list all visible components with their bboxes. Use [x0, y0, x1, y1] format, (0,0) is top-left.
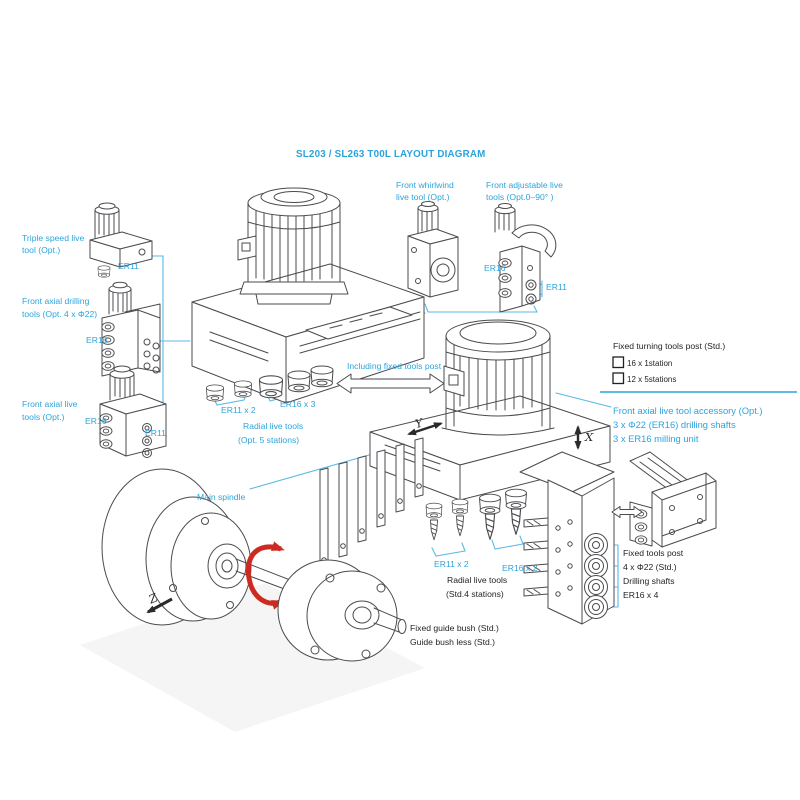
option-16x1station: 16 x 1station	[627, 359, 672, 368]
radial-std-er11-label: ER11 x 2	[434, 559, 469, 569]
axial-drilling-collet-label: ER16	[86, 335, 108, 345]
y-axis-arrow	[407, 422, 443, 436]
triple-speed-label-2: tool (Opt.)	[22, 245, 60, 255]
machine-gang-toolpost	[191, 187, 425, 404]
tool-triple-speed	[89, 202, 153, 278]
tool-front-axial-drilling	[101, 281, 161, 377]
option-12x5stations: 12 x 5stations	[627, 375, 676, 384]
fixed-tools-post-block	[519, 451, 615, 625]
fixed-tools-post-label-2: 4 x Φ22 (Std.)	[623, 562, 677, 572]
rotation-arrow	[245, 541, 285, 610]
tool-front-axial-accessory	[611, 451, 717, 548]
accessory-label-1: Front axial live tool accessory (Opt.)	[613, 405, 763, 416]
axial-live-collet-right-label: ER11	[145, 428, 166, 438]
double-arrow-icon	[611, 506, 643, 518]
radial-live-tools-std	[425, 488, 527, 541]
radial-std-label-1: Radial live tools	[447, 575, 507, 585]
gang-slide-plates	[319, 437, 424, 573]
radial-std-label-2: (Std.4 stations)	[446, 589, 504, 599]
tool-front-adjustable	[494, 203, 557, 313]
x-axis-label: X	[584, 430, 594, 444]
fixed-tools-post-label-1: Fixed tools post	[623, 548, 684, 558]
radial-std-er16-label: ER16 x 2	[502, 563, 538, 573]
axial-live-collet-left-label: ER16	[85, 416, 107, 426]
z-axis-arrow	[146, 597, 173, 614]
including-label: Including fixed tools post	[347, 361, 442, 371]
checkbox-12x5stations[interactable]	[612, 372, 625, 385]
guide-bush-label-2: Guide bush less (Std.)	[410, 637, 495, 647]
main-spindle-label: Main spindle	[197, 492, 245, 502]
drilling-shafts	[523, 517, 549, 597]
tool-front-axial-live	[99, 365, 167, 458]
axial-drilling-label-1: Front axial drilling	[22, 296, 90, 306]
page-title: SL203 / SL263 T00L LAYOUT DIAGRAM	[296, 149, 486, 160]
gang-er11-label: ER11 x 2	[221, 405, 256, 415]
guide-bush	[277, 559, 407, 662]
adjustable-label-1: Front adjustable live	[486, 180, 563, 190]
fixed-tools-post-label-4: ER16 x 4	[623, 590, 659, 600]
fixed-tools-post-label-3: Drilling shafts	[623, 576, 675, 586]
whirlwind-label-2: live tool (Opt.)	[396, 192, 450, 202]
axial-live-label-1: Front axial live	[22, 399, 78, 409]
adjustable-collet-right-label: ER11	[546, 282, 567, 292]
machine-turret	[319, 319, 615, 625]
guide-bush-label-1: Fixed guide bush (Std.)	[410, 623, 499, 633]
gang-er16-label: ER16 x 3	[280, 399, 316, 409]
gang-radial-label-2: (Opt. 5 stations)	[238, 435, 299, 445]
accessory-label-3: 3 x ER16 milling unit	[613, 433, 699, 444]
fixed-turning-title: Fixed turning tools post (Std.)	[613, 341, 725, 351]
axial-drilling-label-2: tools (Opt. 4 x Φ22)	[22, 309, 97, 319]
triple-speed-label-1: Triple speed live	[22, 233, 84, 243]
accessory-label-2: 3 x Φ22 (ER16) drilling shafts	[613, 419, 736, 430]
adjustable-collet-left-label: ER16	[484, 263, 506, 273]
tool-front-whirlwind	[407, 201, 459, 298]
axial-live-label-2: tools (Opt.)	[22, 412, 65, 422]
whirlwind-label-1: Front whirlwind	[396, 180, 454, 190]
adjustable-label-2: tools (Opt.0–90° )	[486, 192, 554, 202]
triple-speed-collet-label: ER11	[118, 261, 139, 271]
axes	[146, 422, 582, 614]
checkbox-16x1station[interactable]	[612, 356, 625, 369]
gang-radial-label-1: Radial live tools	[243, 421, 303, 431]
